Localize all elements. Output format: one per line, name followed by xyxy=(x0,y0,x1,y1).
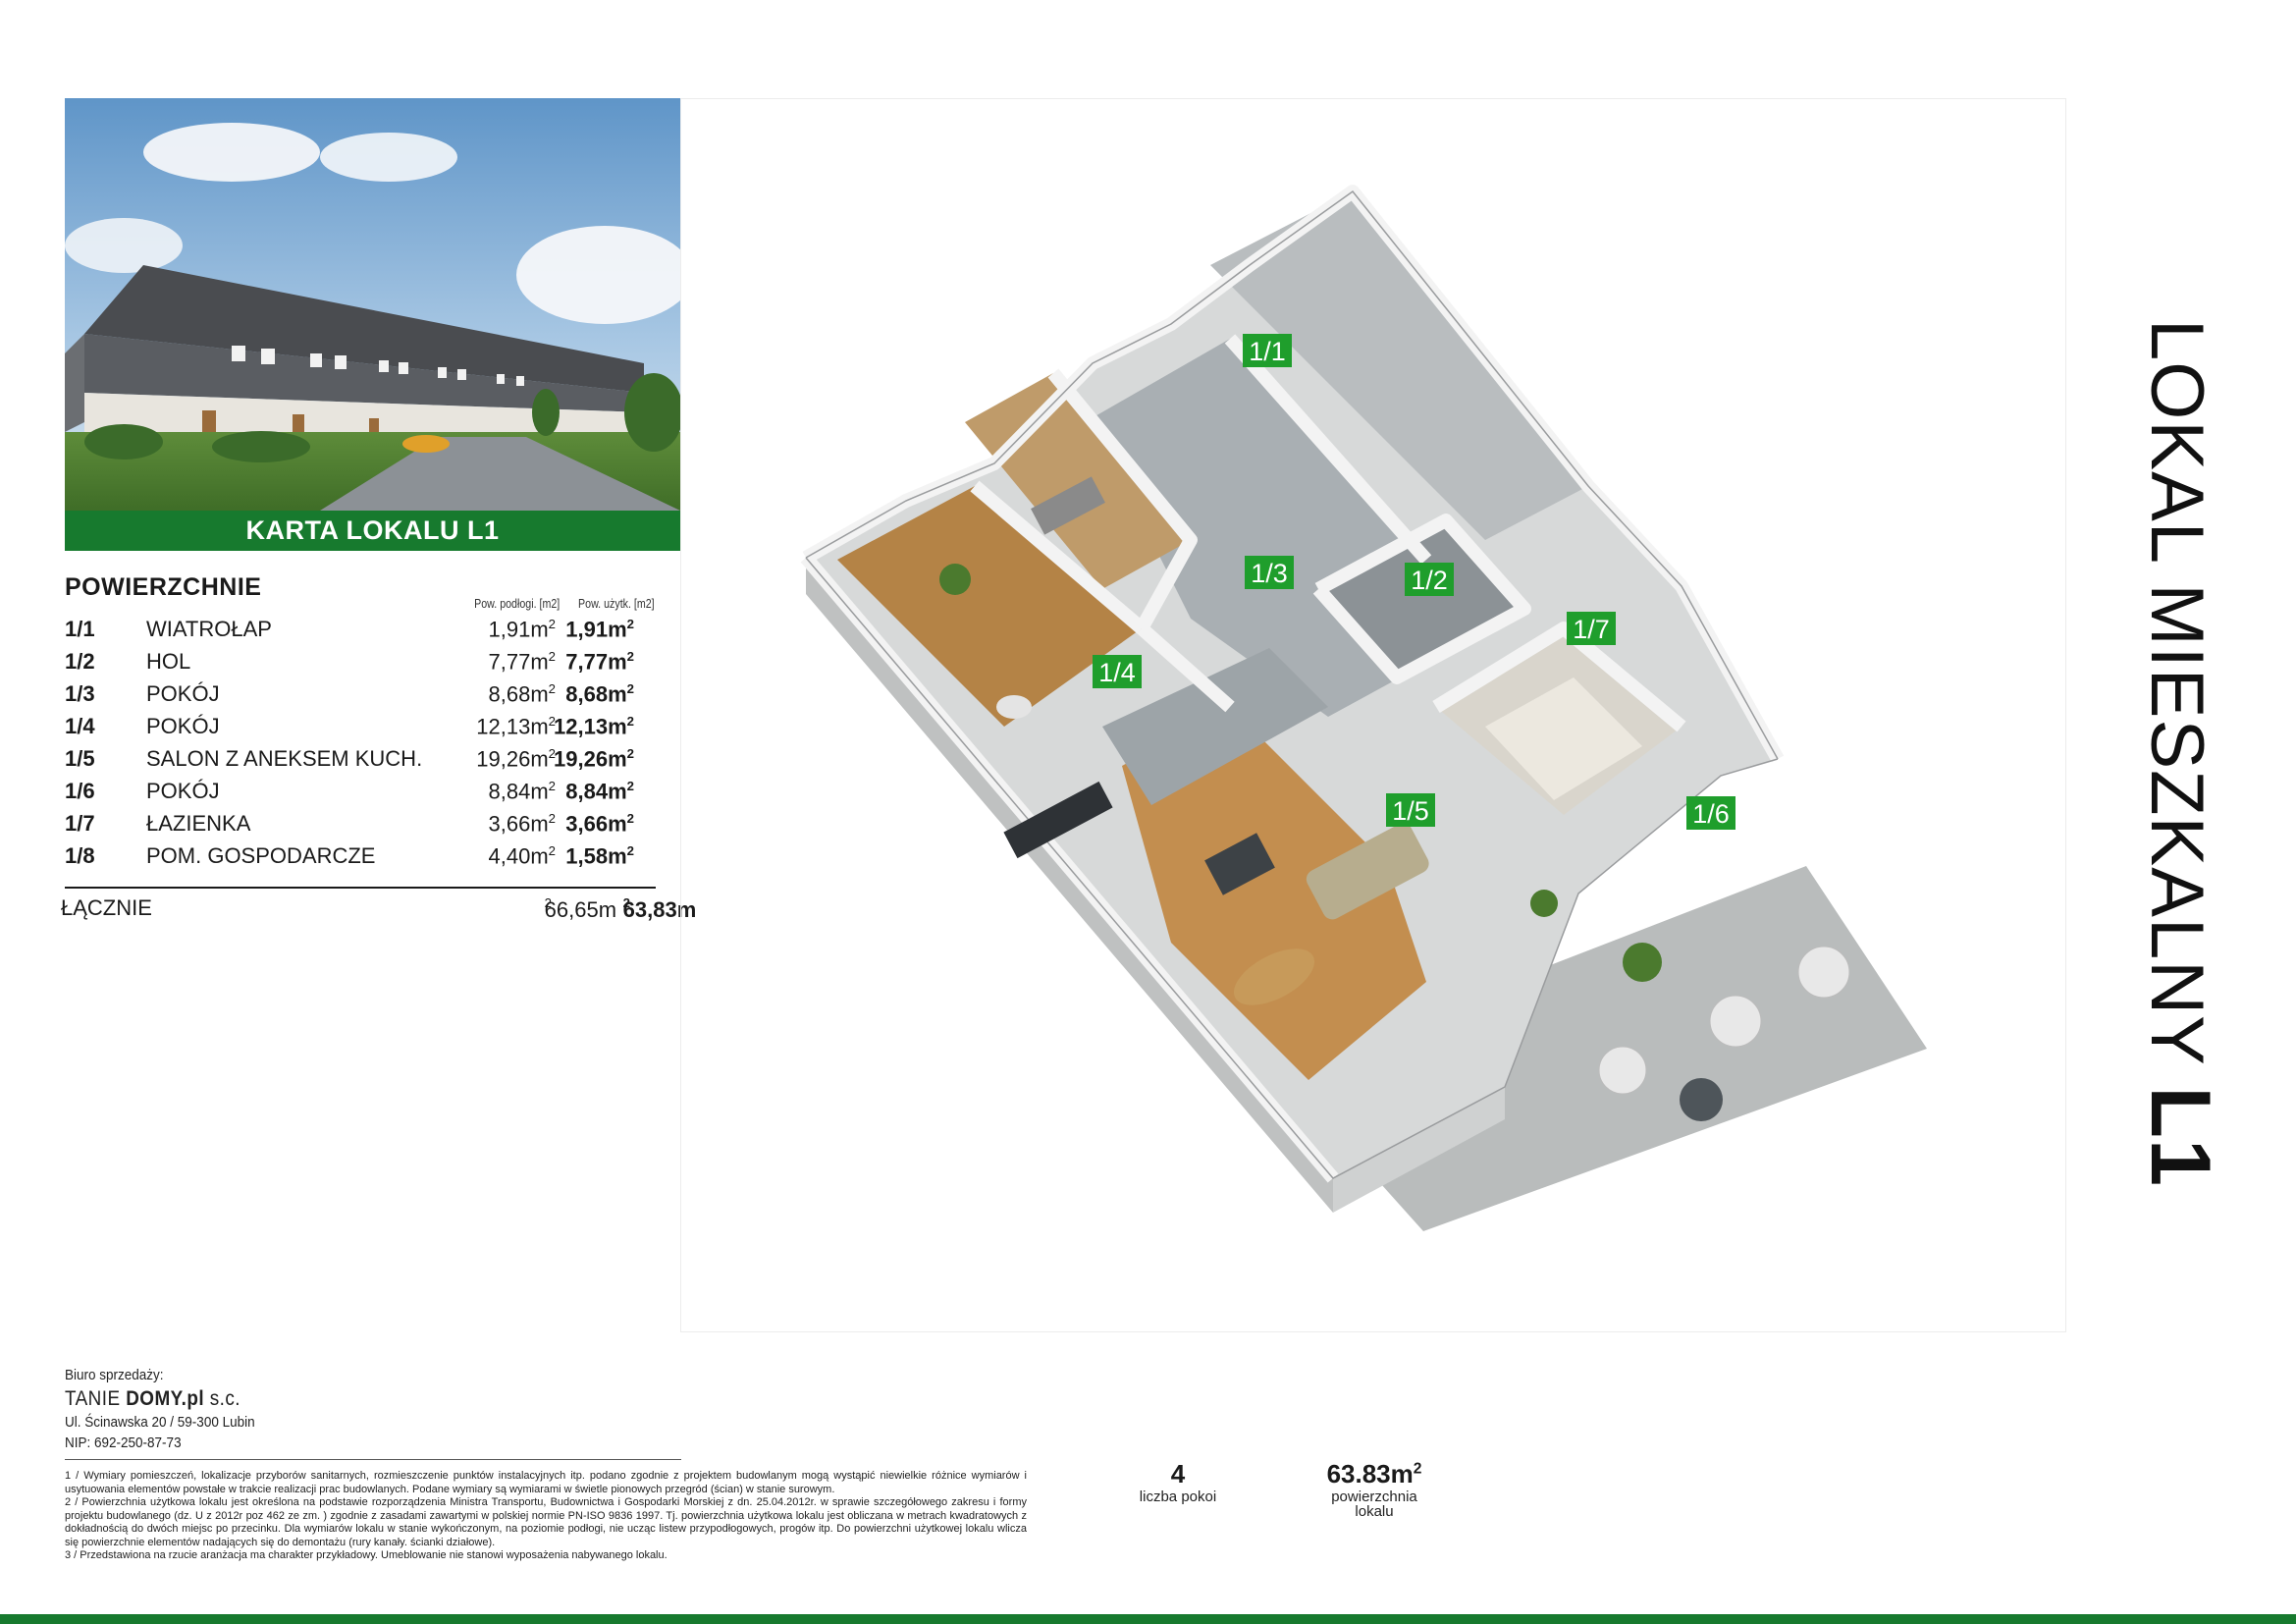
usable-area-value: 1,58m2 xyxy=(565,843,634,869)
room-code: 1/7 xyxy=(65,811,95,836)
footnote: 1 / Wymiary pomieszczeń, lokalizacje prz… xyxy=(65,1470,1027,1495)
room-name: POKÓJ xyxy=(146,714,220,738)
room-label-1-5: 1/5 xyxy=(1386,793,1435,827)
footnote: 3 / Przedstawiona na rzucie aranżacja ma… xyxy=(65,1549,667,1561)
room-name: SALON Z ANEKSEM KUCH. xyxy=(146,746,423,771)
rooms-count-block: 4 liczba pokoi xyxy=(1124,1459,1232,1504)
room-1-5-floor xyxy=(1122,707,1426,1080)
usable-area-value: 8,84m2 xyxy=(565,779,634,804)
table-row: 1/4 POKÓJ 12,13m2 12,13m2 xyxy=(65,710,658,742)
room-name: WIATROŁAP xyxy=(146,617,272,641)
svg-text:1/5: 1/5 xyxy=(1392,796,1429,826)
surfaces-table: 1/1 WIATROŁAP 1,91m2 1,91m2 1/2 HOL 7,77… xyxy=(65,613,658,872)
sales-office: Biuro sprzedaży: TANIE DOMY.pl s.c. Ul. … xyxy=(65,1365,255,1453)
table-row: 1/1 WIATROŁAP 1,91m2 1,91m2 xyxy=(65,613,658,645)
floor-area-value: 12,13m2 xyxy=(476,714,556,739)
floor-area-value: 7,77m2 xyxy=(488,649,557,675)
unit-area: 63.83m2 xyxy=(1326,1459,1422,1489)
svg-text:1/2: 1/2 xyxy=(1411,566,1448,595)
unit-area-block: 63.83m2 powierzchnia lokalu xyxy=(1310,1459,1438,1519)
svg-text:1/7: 1/7 xyxy=(1573,615,1610,644)
office-nip: NIP: 692-250-87-73 xyxy=(65,1435,182,1451)
floor-area-value: 8,84m2 xyxy=(488,779,557,804)
footnote: 2 / Powierzchnia użytkowa lokalu jest ok… xyxy=(65,1496,1027,1548)
bottom-brand-bar xyxy=(0,1614,2296,1624)
table-row: 1/3 POKÓJ 8,68m2 8,68m2 xyxy=(65,677,658,710)
room-code: 1/8 xyxy=(65,843,95,868)
room-name: ŁAZIENKA xyxy=(146,811,251,836)
office-heading: Biuro sprzedaży: xyxy=(65,1367,164,1383)
room-1-4-floor xyxy=(837,486,1142,727)
svg-text:1/1: 1/1 xyxy=(1249,337,1286,366)
unit-area-label-1: powierzchnia xyxy=(1331,1489,1417,1505)
floor-area-value: 19,26m2 xyxy=(476,746,556,772)
office-brand: TANIE DOMY.pl s.c. xyxy=(65,1387,240,1410)
building-render-image xyxy=(65,98,680,511)
floor-area-value: 8,68m2 xyxy=(488,681,557,707)
room-label-1-6: 1/6 xyxy=(1686,796,1735,830)
svg-text:1/3: 1/3 xyxy=(1251,559,1288,588)
room-code: 1/6 xyxy=(65,779,95,803)
room-name: POKÓJ xyxy=(146,779,220,803)
usable-area-value: 3,66m2 xyxy=(565,811,634,837)
room-label-1-1: 1/1 xyxy=(1243,334,1292,367)
unit-card-title: KARTA LOKALU L1 xyxy=(65,511,680,551)
floor-area-value: 4,40m2 xyxy=(488,843,557,869)
total-label: ŁĄCZNIE xyxy=(61,895,152,920)
room-code: 1/5 xyxy=(65,746,95,771)
usable-area-value: 12,13m2 xyxy=(554,714,634,739)
usable-area-value: 7,77m2 xyxy=(565,649,634,675)
unit-title: LOKAL MIESZKALNY L1 xyxy=(2131,319,2228,1187)
unit-area-label-2: lokalu xyxy=(1355,1503,1394,1520)
usable-area-value: 1,91m2 xyxy=(565,617,634,642)
room-label-1-2: 1/2 xyxy=(1405,563,1454,596)
room-code: 1/2 xyxy=(65,649,95,674)
footer-divider xyxy=(65,1459,681,1460)
footnotes: 1 / Wymiary pomieszczeń, lokalizacje prz… xyxy=(65,1470,1027,1563)
room-name: POKÓJ xyxy=(146,681,220,706)
unit-title-text: LOKAL MIESZKALNY xyxy=(2135,319,2218,1087)
svg-text:1/4: 1/4 xyxy=(1098,658,1136,687)
floor-plan-illustration: 1/1 1/2 1/3 1/4 1/5 1/6 1/7 xyxy=(800,185,1927,1231)
room-label-1-4: 1/4 xyxy=(1093,655,1142,688)
room-code: 1/4 xyxy=(65,714,95,738)
floor-area-value: 1,91m2 xyxy=(488,617,557,642)
room-label-1-3: 1/3 xyxy=(1245,556,1294,589)
rooms-count-label: liczba pokoi xyxy=(1139,1489,1217,1505)
usable-area-value: 19,26m2 xyxy=(554,746,634,772)
floor-area-value: 3,66m2 xyxy=(488,811,557,837)
office-address: Ul. Ścinawska 20 / 59-300 Lubin xyxy=(65,1414,255,1431)
floor-area-column-header: Pow. podłogi. [m2] xyxy=(473,596,560,611)
hall-floor xyxy=(1034,339,1436,717)
room-name: POM. GOSPODARCZE xyxy=(146,843,376,868)
room-code: 1/3 xyxy=(65,681,95,706)
rooms-count: 4 xyxy=(1170,1459,1186,1489)
room-label-1-7: 1/7 xyxy=(1567,612,1616,645)
surfaces-heading: POWIERZCHNIE xyxy=(65,573,262,601)
floor-plan-frame xyxy=(680,98,2066,1332)
table-row: 1/6 POKÓJ 8,84m2 8,84m2 xyxy=(65,775,658,807)
table-row: 1/8 POM. GOSPODARCZE 4,40m2 1,58m2 xyxy=(65,839,658,872)
unit-code: L1 xyxy=(2133,1086,2227,1187)
room-code: 1/1 xyxy=(65,617,95,641)
table-row: 1/5 SALON Z ANEKSEM KUCH. 19,26m2 19,26m… xyxy=(65,742,658,775)
room-name: HOL xyxy=(146,649,191,674)
usable-area-value: 8,68m2 xyxy=(565,681,634,707)
table-divider xyxy=(65,887,656,889)
usable-area-column-header: Pow. użytk. [m2] xyxy=(578,596,655,611)
table-row: 1/7 ŁAZIENKA 3,66m2 3,66m2 xyxy=(65,807,658,839)
table-row: 1/2 HOL 7,77m2 7,77m2 xyxy=(65,645,658,677)
svg-text:1/6: 1/6 xyxy=(1692,799,1730,829)
